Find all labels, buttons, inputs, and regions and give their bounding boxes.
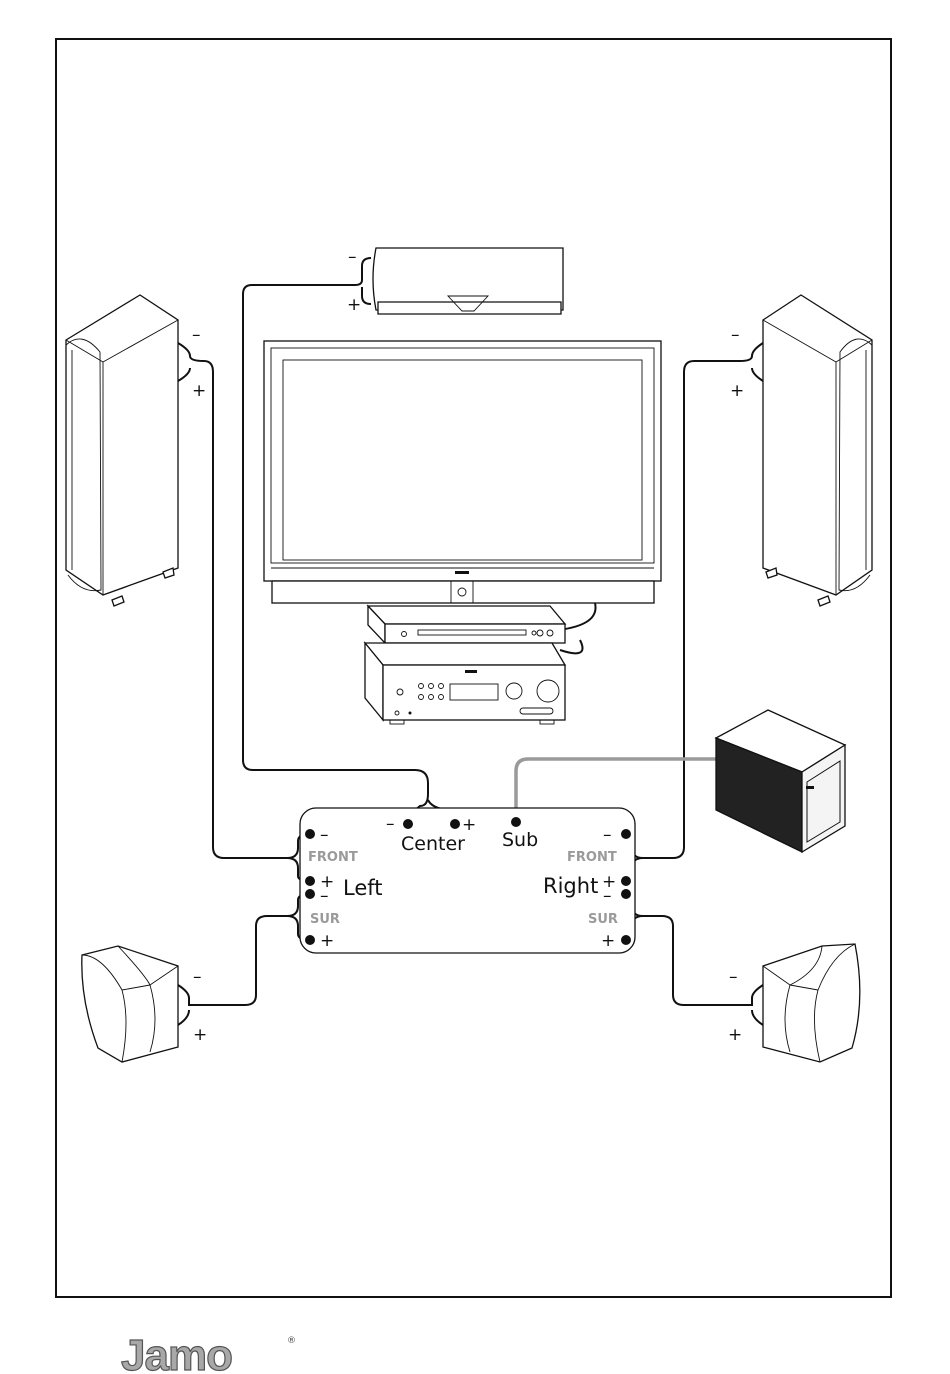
terminal-sur-right-minus[interactable] — [621, 889, 631, 899]
terminal-sur-left-plus[interactable] — [305, 935, 315, 945]
television — [264, 341, 661, 603]
terminal-center-minus[interactable] — [403, 819, 413, 829]
sign-sur-left-plus: + — [320, 931, 334, 951]
sign-center-minus: – — [386, 814, 395, 834]
logo-text: Jamo — [121, 1331, 232, 1374]
terminal-front-right-minus[interactable] — [621, 829, 631, 839]
sign-fl-speaker-plus: + — [192, 381, 206, 401]
subwoofer — [716, 710, 845, 852]
sign-front-left-minus: – — [320, 825, 329, 845]
sign-center-plus: + — [462, 815, 476, 835]
sign-sur-right-plus: + — [601, 931, 615, 951]
label-front-right: FRONT — [567, 850, 617, 865]
surround-right-speaker — [763, 944, 860, 1062]
label-sub: Sub — [502, 829, 538, 851]
sign-sr-speaker-minus: – — [729, 967, 738, 987]
wire-surround-right — [626, 894, 763, 1025]
label-center: Center — [401, 833, 465, 855]
sign-fl-speaker-minus: – — [192, 325, 201, 345]
sign-fr-speaker-plus: + — [730, 381, 744, 401]
wire-surround-left — [178, 894, 310, 1025]
sign-center-speaker-plus: + — [347, 295, 361, 315]
sign-front-right-minus: – — [603, 825, 612, 845]
terminal-front-left-minus[interactable] — [305, 829, 315, 839]
sign-sl-speaker-plus: + — [193, 1025, 207, 1045]
sign-sur-left-minus: – — [320, 886, 329, 906]
terminal-sur-left-minus[interactable] — [305, 889, 315, 899]
surround-left-speaker — [82, 946, 178, 1062]
sign-sur-right-minus: – — [603, 886, 612, 906]
label-right: Right — [543, 874, 598, 898]
front-right-speaker — [763, 295, 872, 606]
terminal-sub[interactable] — [511, 817, 521, 827]
label-left: Left — [343, 876, 383, 900]
terminal-sur-right-plus[interactable] — [621, 935, 631, 945]
sign-fr-speaker-minus: – — [731, 325, 740, 345]
logo-registered-mark: ® — [287, 1336, 296, 1346]
terminal-front-right-plus[interactable] — [621, 876, 631, 886]
sign-sr-speaker-plus: + — [728, 1025, 742, 1045]
terminal-center-plus[interactable] — [450, 819, 460, 829]
terminal-front-left-plus[interactable] — [305, 876, 315, 886]
label-sur-right: SUR — [588, 912, 618, 927]
center-speaker — [373, 248, 563, 314]
sign-center-speaker-minus: – — [348, 247, 357, 267]
jamo-logo: Jamo ® — [121, 1331, 296, 1374]
front-left-speaker — [66, 295, 178, 606]
label-front-left: FRONT — [308, 850, 358, 865]
label-sur-left: SUR — [310, 912, 340, 927]
dvd-player — [368, 606, 565, 643]
sign-sl-speaker-minus: – — [193, 967, 202, 987]
av-receiver — [365, 643, 565, 724]
